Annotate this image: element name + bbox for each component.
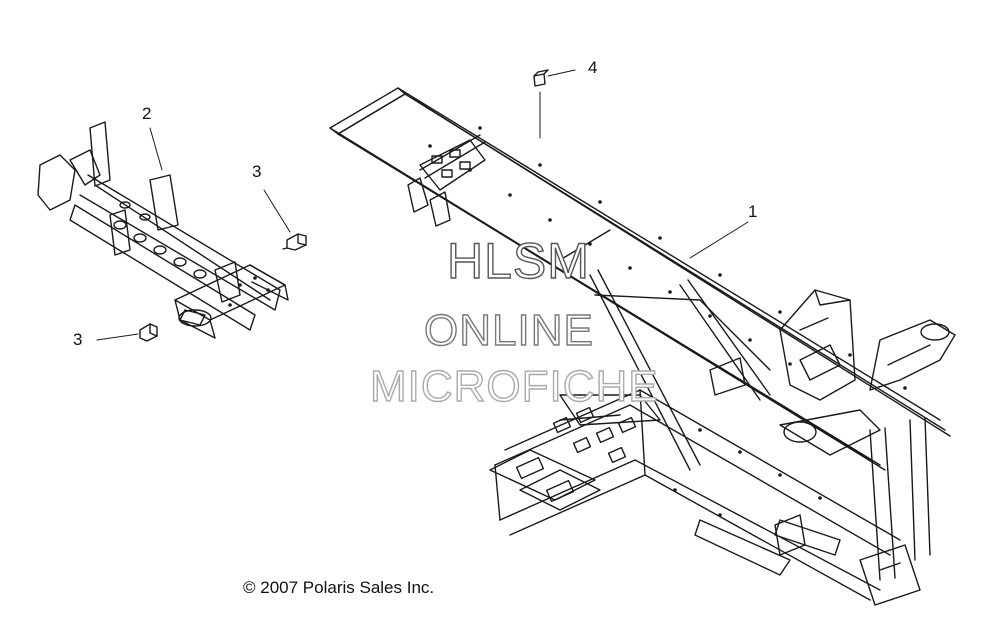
watermark-line-3: MICROFICHE (369, 361, 659, 411)
main-frame-part (329, 87, 956, 606)
callout-3-lower: 3 (73, 330, 83, 349)
callout-2: 2 (142, 104, 152, 123)
leader-line-1 (689, 221, 749, 259)
leader-line-2 (149, 127, 163, 171)
bolt-part-lower (139, 323, 158, 342)
leader-line-3-upper (263, 189, 291, 233)
plug-part (533, 69, 549, 87)
watermark-line-2: ONLINE (423, 305, 594, 355)
front-crossmember-part (37, 121, 289, 339)
leader-lines (96, 69, 749, 341)
copyright-text: © 2007 Polaris Sales Inc. (243, 578, 435, 597)
callout-4: 4 (588, 58, 598, 77)
bolt-part-upper (282, 233, 307, 251)
leader-line-3-lower (96, 333, 139, 341)
leader-line-4 (547, 69, 576, 77)
callout-1: 1 (748, 202, 758, 221)
callout-3-upper: 3 (252, 162, 262, 181)
watermark-line-1: HLSM (446, 232, 590, 289)
